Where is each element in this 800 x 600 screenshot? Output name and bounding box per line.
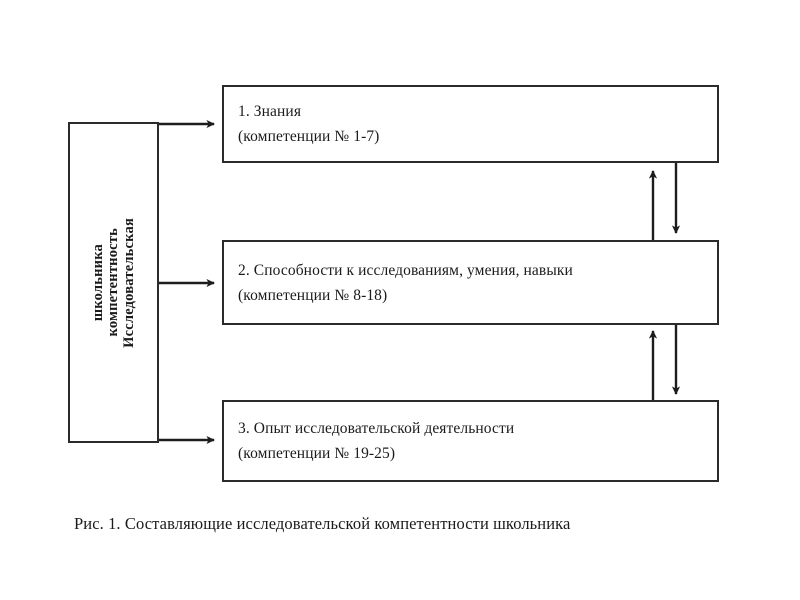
component-box-1-subtitle: (компетенции № 1-7): [238, 128, 380, 145]
component-box-3-subtitle: (компетенции № 19-25): [238, 445, 396, 462]
component-box-1-text: 1. Знания (компетенции № 1-7): [238, 99, 379, 149]
component-box-1: 1. Знания (компетенции № 1-7): [222, 85, 719, 163]
component-box-2-subtitle: (компетенции № 8-18): [238, 286, 388, 304]
figure-caption: Рис. 1. Составляющие исследовательской к…: [74, 514, 571, 533]
component-box-1-title: 1. Знания: [238, 102, 302, 120]
root-node-label-line-1: Исследовательская: [120, 217, 137, 348]
root-node-label-line-3: школьника: [89, 243, 106, 322]
component-box-3-text: 3. Опыт исследовательской деятельности (…: [238, 416, 514, 466]
component-box-2: 2. Способности к исследованиям, умения, …: [222, 240, 719, 325]
component-box-3: 3. Опыт исследовательской деятельности (…: [222, 400, 719, 482]
component-box-2-title: 2. Способности к исследованиям, умения, …: [238, 261, 573, 279]
component-box-2-text: 2. Способности к исследованиям, умения, …: [238, 257, 573, 307]
root-node-box: Исследовательская компетентность школьни…: [68, 122, 159, 443]
root-node-label: Исследовательская компетентность школьни…: [70, 124, 157, 441]
component-box-3-title: 3. Опыт исследовательской деятельности: [238, 419, 515, 437]
root-node-label-line-2: компетентность: [105, 228, 122, 337]
